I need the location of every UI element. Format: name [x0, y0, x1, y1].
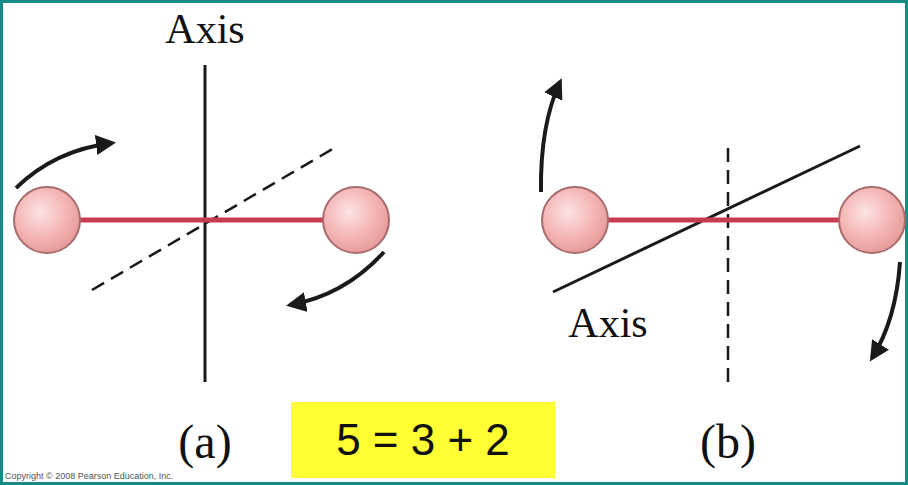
rotation-arrow — [290, 252, 384, 305]
rod — [78, 218, 324, 223]
dashed-axis — [727, 148, 730, 385]
copyright-note: Copyright © 2008 Pearson Education, Inc. — [5, 472, 173, 482]
part-label: (b) — [700, 416, 756, 469]
equation-text: 5 = 3 + 2 — [336, 416, 510, 464]
sphere — [542, 187, 608, 253]
axis-label: Axis — [568, 300, 647, 346]
rotation-arrow — [16, 143, 112, 188]
rotation-arrow — [872, 262, 900, 358]
part-label: (a) — [178, 416, 231, 469]
rotation-arrow — [541, 82, 560, 192]
axis-label: Axis — [165, 6, 244, 52]
highlight-box: 5 = 3 + 2 — [291, 402, 555, 478]
rod — [606, 218, 842, 223]
rotation-axis — [204, 65, 207, 382]
sphere — [14, 187, 80, 253]
sphere — [839, 187, 905, 253]
sphere — [323, 187, 389, 253]
